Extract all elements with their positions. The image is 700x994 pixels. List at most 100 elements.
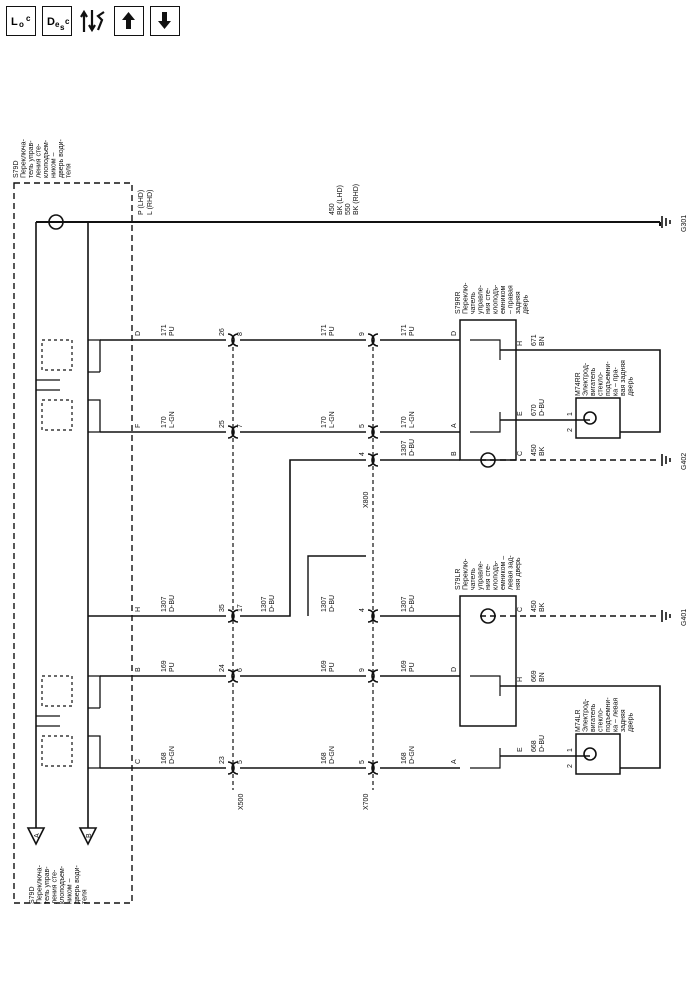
w168c-color: D-GN xyxy=(409,746,416,764)
location-button-sub: o xyxy=(19,20,24,29)
diagram-lines xyxy=(13,182,671,904)
w450lr-number: 450 xyxy=(531,600,538,612)
w1307b-number: 1307 xyxy=(261,596,268,612)
w669-number: 669 xyxy=(531,670,538,682)
m74lr-label-line: задняя xyxy=(620,709,627,732)
pin-n5: 5 xyxy=(237,760,244,764)
w169c-color: PU xyxy=(409,662,416,672)
circuit-flow-icon xyxy=(80,9,105,33)
w170b-number: 170 xyxy=(321,416,328,428)
s79rr-label-line: – правая xyxy=(508,285,515,314)
toolbar: L o c D e s c xyxy=(6,6,180,36)
w169c-number: 169 xyxy=(401,660,408,672)
pin-n17: 17 xyxy=(237,604,244,612)
pin-n25: 25 xyxy=(219,420,226,428)
pin-d: D xyxy=(135,331,142,336)
diagram-labels: P (LHD) L (RHD) 450 BK (LHD) 550 BK (RHD… xyxy=(34,184,688,838)
m74rr-label-line: подъемни- xyxy=(605,361,612,396)
x500-label: X500 xyxy=(238,794,245,810)
w171a-number: 171 xyxy=(161,324,168,336)
pin-rr_b: B xyxy=(451,451,458,456)
w668-color: D-BU xyxy=(539,735,546,752)
s79rr-label-line: ния сте- xyxy=(485,287,492,314)
w1307c-color: D-BU xyxy=(329,595,336,612)
w171b-number: 171 xyxy=(321,324,328,336)
g402-label: G402 xyxy=(681,453,688,470)
pin-h: H xyxy=(135,607,142,612)
g301-bk-lhd: BK (LHD) xyxy=(337,185,344,215)
description-button-sub3: c xyxy=(65,17,70,26)
s79d-bottom-label-line: ником – xyxy=(67,878,74,904)
arrow-down-button[interactable] xyxy=(150,6,180,36)
s79d-bottom-label-line: ления сте- xyxy=(52,869,59,904)
location-button-letter: L xyxy=(11,16,18,28)
pin-lr_h: H xyxy=(517,677,524,682)
pin-a-label: A xyxy=(34,833,41,838)
pin-n35: 35 xyxy=(219,604,226,612)
description-button-letter: D xyxy=(47,16,55,28)
s79lr-label-line: емником – xyxy=(500,556,507,590)
w171c-color: PU xyxy=(409,326,416,336)
s79d-bottom-label-line: S79D xyxy=(29,886,36,904)
description-button-sub: e xyxy=(55,20,60,29)
pin-rr_c: C xyxy=(517,451,524,456)
s79lr-label-line: S79LR xyxy=(455,569,462,590)
s79d_top-label-line: S79D xyxy=(13,160,20,178)
s79lr-label-line: клоподъ- xyxy=(493,560,500,590)
w668-number: 668 xyxy=(531,740,538,752)
pin-lr_e: E xyxy=(517,747,524,752)
w169a-color: PU xyxy=(169,662,176,672)
w450rr-number: 450 xyxy=(531,444,538,456)
pin-b-label: B xyxy=(86,833,93,838)
rhd-label: L (RHD) xyxy=(147,190,154,215)
m74rr-label-line: вая задняя xyxy=(620,360,627,396)
w171a-color: PU xyxy=(169,326,176,336)
m74rr-label-line: вигатель xyxy=(590,367,597,396)
w168b-color: D-GN xyxy=(329,746,336,764)
circuit-flow-button[interactable] xyxy=(78,6,108,36)
m74rr-label-line: стекло- xyxy=(598,371,605,396)
w170a-number: 170 xyxy=(161,416,168,428)
s79d-bottom-label-line: Переключа- xyxy=(37,864,44,904)
w1307e-color: D-BU xyxy=(409,439,416,456)
arrow-up-button[interactable] xyxy=(114,6,144,36)
m74lr-label-line: Электрод- xyxy=(583,698,590,732)
pin-n26: 26 xyxy=(219,328,226,336)
w170b-color: L-GN xyxy=(329,411,336,428)
s79lr-label-line: управле- xyxy=(478,560,485,590)
wire-669 xyxy=(500,685,661,769)
w168a-number: 168 xyxy=(161,752,168,764)
s79lr-label-line: ния сте- xyxy=(485,563,492,590)
w169b-number: 169 xyxy=(321,660,328,672)
m74lr-label-line: стекло- xyxy=(598,707,605,732)
pin-lr_c: C xyxy=(517,607,524,612)
w170a-color: L-GN xyxy=(169,411,176,428)
lhd-label: P (LHD) xyxy=(138,190,145,215)
g301-label: G301 xyxy=(681,215,688,232)
pin-lr_d: D xyxy=(451,667,458,672)
w450rr-color: BK xyxy=(539,446,546,456)
location-button[interactable]: L o c xyxy=(6,6,36,36)
w170c-color: L-GN xyxy=(409,411,416,428)
pin-m_lr_1: 1 xyxy=(567,748,574,752)
m74rr-label-line: M74RR xyxy=(575,372,582,396)
s79rr-label-line: управле- xyxy=(478,284,485,314)
pin-n24: 24 xyxy=(219,664,226,672)
pin-n5a: 5 xyxy=(359,424,366,428)
w171c-number: 171 xyxy=(401,324,408,336)
w1307b-color: D-BU xyxy=(269,595,276,612)
w670-color: D-BU xyxy=(539,399,546,416)
pin-n23: 23 xyxy=(219,756,226,764)
pin-n4a: 4 xyxy=(359,452,366,456)
s79rr-label-line: емником xyxy=(500,285,507,314)
rr-switch-box xyxy=(459,319,517,461)
description-button[interactable]: D e s c xyxy=(42,6,72,36)
w1307e-number: 1307 xyxy=(401,440,408,456)
s79d_top-label-line: клоподъем- xyxy=(43,139,50,178)
s79d_top-label-line: теля xyxy=(66,163,73,178)
arrow-down-icon xyxy=(158,12,171,29)
pin-rr_h: H xyxy=(517,341,524,346)
s79d_top-label-line: тель управ- xyxy=(28,140,35,178)
pin-rr_d: D xyxy=(451,331,458,336)
